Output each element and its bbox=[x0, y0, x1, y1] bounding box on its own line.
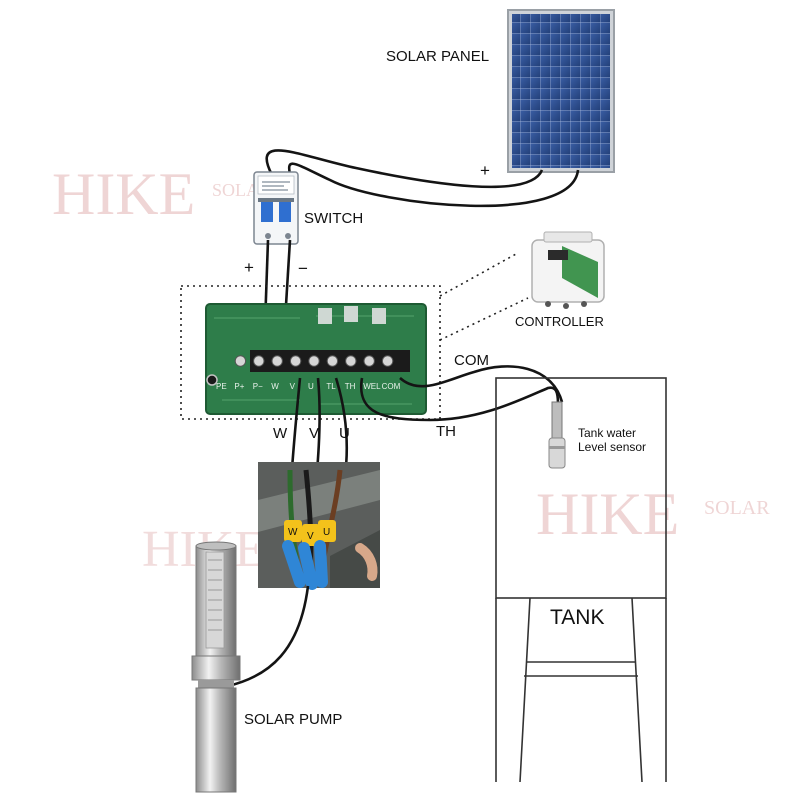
th-label: TH bbox=[436, 423, 456, 440]
watermark-brand: HIKE bbox=[52, 161, 195, 227]
terminal-screw bbox=[253, 355, 265, 367]
circuit-breaker-switch: SWITCH + − bbox=[244, 171, 363, 278]
panel-wires bbox=[265, 149, 580, 208]
com-label: COM bbox=[454, 352, 489, 369]
terminal-label: P− bbox=[253, 382, 263, 391]
cable-tag-u: U bbox=[323, 527, 330, 538]
terminal-label: TL bbox=[326, 382, 336, 391]
terminal-label: WEL bbox=[363, 382, 381, 391]
wire-th bbox=[359, 377, 560, 422]
watermark-brand: HIKE bbox=[536, 481, 679, 547]
terminal-screw bbox=[308, 355, 320, 367]
level-sensor: Tank water Level sensor bbox=[548, 401, 646, 469]
cable-tag-v: V bbox=[307, 531, 314, 542]
watermark-suffix: SOLAR bbox=[704, 497, 770, 519]
terminal-label: P+ bbox=[234, 382, 244, 391]
phase-u-label: U bbox=[339, 425, 350, 442]
terminal-screw bbox=[234, 355, 247, 367]
terminal-label: COM bbox=[382, 382, 401, 391]
panel-plus-label: + bbox=[480, 161, 490, 180]
terminal-label: V bbox=[290, 382, 296, 391]
submersible-pump: SOLAR PUMP bbox=[191, 541, 342, 793]
terminal-screw bbox=[289, 355, 302, 367]
controller-label: CONTROLLER bbox=[515, 314, 604, 329]
switch-minus-label: − bbox=[298, 259, 308, 278]
terminal-label: U bbox=[308, 382, 314, 391]
controller-device: CONTROLLER bbox=[515, 231, 605, 329]
terminal-screw bbox=[381, 355, 394, 367]
switch-plus-label: + bbox=[244, 258, 254, 277]
water-tank bbox=[495, 377, 667, 783]
wire-splice-to-pump bbox=[227, 585, 310, 688]
controller-board-frame bbox=[180, 253, 529, 420]
terminal-screw bbox=[326, 355, 339, 367]
tank-label: TANK bbox=[550, 606, 604, 629]
phase-w-label: W bbox=[273, 425, 288, 442]
solar-pump-label: SOLAR PUMP bbox=[244, 711, 342, 728]
terminal-label: TH bbox=[345, 382, 356, 391]
watermark-right: HIKE SOLAR bbox=[536, 481, 770, 547]
wire-panel-negative bbox=[287, 162, 580, 208]
watermark-top: HIKE SOLAR bbox=[52, 161, 271, 227]
ground-screw bbox=[206, 374, 218, 386]
cable-splice-photo: W V U bbox=[258, 462, 380, 590]
solar-panel-label: SOLAR PANEL bbox=[386, 48, 489, 65]
terminal-screw bbox=[271, 355, 283, 367]
solar-panel: SOLAR PANEL + bbox=[386, 9, 615, 180]
wire-panel-positive bbox=[265, 149, 544, 189]
terminal-screw bbox=[363, 355, 375, 367]
terminal-screw bbox=[345, 355, 357, 367]
sensor-label-line1: Tank water bbox=[578, 426, 636, 440]
terminal-screws bbox=[234, 355, 394, 367]
phase-v-label: V bbox=[309, 425, 319, 442]
sensor-label-line2: Level sensor bbox=[578, 440, 646, 454]
switch-label: SWITCH bbox=[304, 210, 363, 227]
terminal-label: PE bbox=[216, 382, 227, 391]
cable-tag-w: W bbox=[288, 527, 298, 538]
terminal-label: W bbox=[271, 382, 279, 391]
